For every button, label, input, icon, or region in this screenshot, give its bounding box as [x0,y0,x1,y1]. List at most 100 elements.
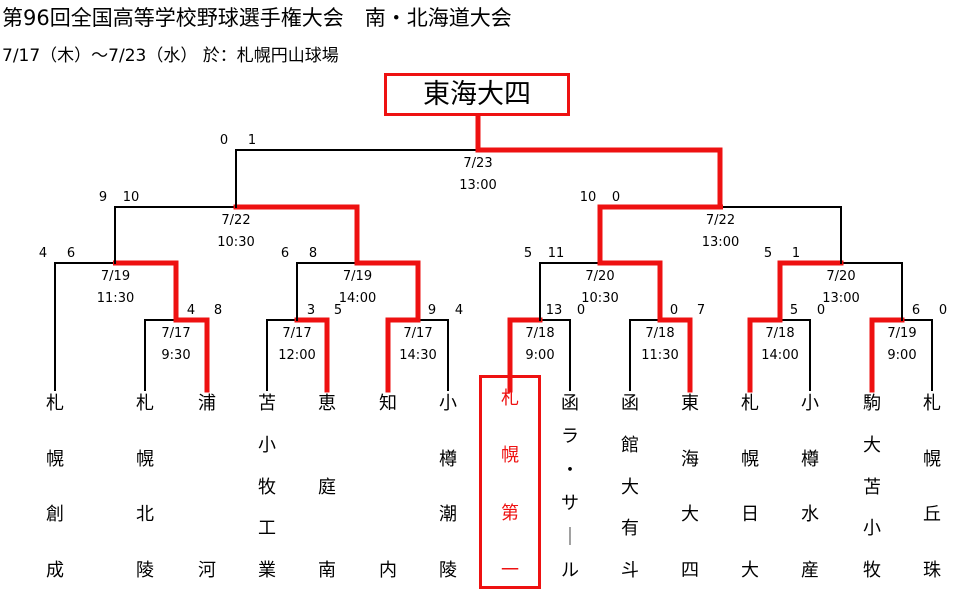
match-time: 13:00 [459,178,497,193]
match-time: 10:30 [217,235,255,250]
score-right: 8 [213,303,223,318]
match-info: 7/18 9:00 [525,323,554,367]
team-char: 小 [258,434,276,456]
team-char: 庭 [318,476,336,498]
team-char: ・ [561,459,579,481]
team-name: 札幌北陵 [125,380,165,590]
team-char: 札 [46,393,64,414]
team-char: 知 [379,393,397,414]
team-char: 成 [46,560,64,581]
team-name: 函館大有斗 [610,380,650,590]
team-name: 札幌第一 [479,375,541,589]
team-char: 幌 [741,448,759,470]
match-time: 9:30 [161,348,191,363]
tournament-dates-venue: 7/17（木）〜7/23（水） 於：札幌円山球場 [2,46,339,66]
team-char: 駒 [863,393,881,414]
score-right: 0 [611,190,621,205]
match-time: 14:00 [761,348,799,363]
team-char: 工 [258,518,276,540]
match-time: 14:00 [338,291,377,306]
team-char: 幌 [46,448,64,470]
team-char: 陵 [136,560,154,581]
team-char: 水 [801,504,819,526]
score-right: 11 [547,246,565,261]
match-info: 7/18 11:30 [641,323,678,367]
match-time: 14:30 [399,348,437,363]
match-time: 9:00 [525,348,555,363]
team-char: 小 [439,393,457,414]
score-left: 4 [186,303,196,318]
match-time: 11:30 [96,291,135,306]
team-char: 南 [318,560,336,581]
team-char: 函 [561,393,579,414]
score-left: 3 [306,303,316,318]
score-right: 10 [122,190,140,205]
match-date: 7/20 [826,269,856,284]
team-char: 幌 [923,448,941,470]
match-date: 7/18 [765,326,795,341]
score-right: 6 [66,246,76,261]
team-char: 創 [46,504,64,526]
score-left: 4 [38,246,48,261]
team-char: 一 [501,560,519,581]
score-right: 0 [816,303,826,318]
team-char: 館 [621,434,639,456]
match-time: 11:30 [641,348,679,363]
team-char: 樽 [801,448,819,470]
team-char: 牧 [258,476,276,498]
team-char: 小 [801,393,819,414]
score-right: 5 [333,303,343,318]
team-name: 知内 [368,380,408,590]
team-char: 大 [741,560,759,581]
match-info: 7/22 10:30 [217,210,254,254]
team-char: 牧 [863,560,881,581]
team-char: 幌 [136,448,154,470]
score-left: 13 [545,303,563,318]
team-char: 陵 [439,560,457,581]
team-char: 札 [741,393,759,414]
team-char: 樽 [439,448,457,470]
team-char: サ [561,493,579,515]
team-char: 丘 [923,504,941,526]
team-char: 函 [621,393,639,414]
score-left: 9 [427,303,437,318]
team-name: 駒大苫小牧 [852,380,892,590]
team-name: 東海大四 [670,380,710,590]
match-date: 7/18 [525,326,555,341]
team-char: 四 [681,560,699,581]
match-date: 7/19 [887,326,917,341]
match-date: 7/17 [403,326,433,341]
team-name: 札幌丘珠 [912,380,952,590]
score-right: 1 [791,246,801,261]
score-right: 0 [938,303,948,318]
match-date: 7/20 [585,269,615,284]
team-char: 浦 [198,393,216,414]
match-date: 7/18 [645,326,675,341]
score-right: 7 [696,303,706,318]
team-char: 東 [681,393,699,414]
team-name: 札幌日大 [730,380,770,590]
match-date: 7/22 [221,213,251,228]
team-char: 札 [923,393,941,414]
team-name: 札幌創成 [35,380,75,590]
team-char: ル [561,560,579,581]
team-name: 浦河 [187,380,227,590]
score-left: 9 [98,190,108,205]
score-left: 5 [789,303,799,318]
team-char: 大 [863,434,881,456]
team-char: 有 [621,518,639,540]
team-name: 小樽潮陵 [428,380,468,590]
team-char: 産 [801,560,819,581]
match-info: 7/18 14:00 [761,323,798,367]
team-char: 苫 [258,393,276,414]
team-char: 日 [741,504,759,526]
match-info: 7/17 14:30 [399,323,436,367]
